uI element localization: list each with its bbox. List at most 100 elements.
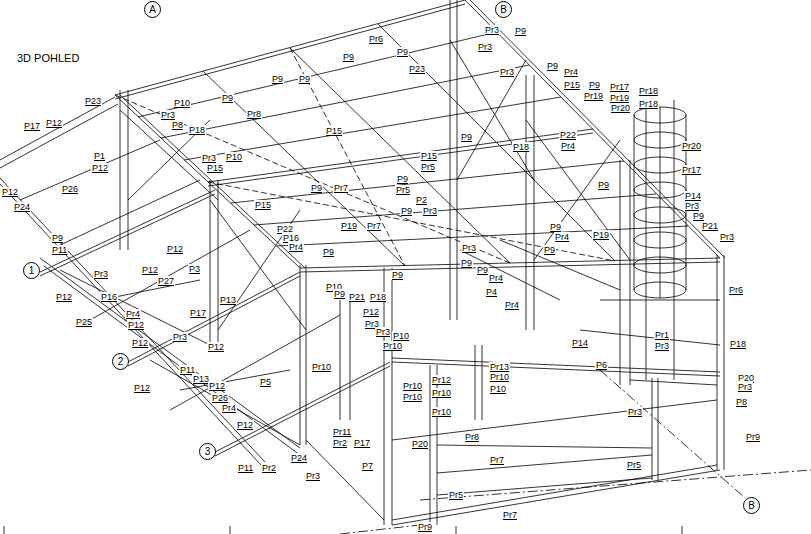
part-label: P10 [225, 152, 243, 162]
part-label: P26 [61, 184, 79, 194]
part-label: Pr3 [93, 269, 109, 279]
part-label: Pr18 [638, 86, 659, 96]
part-label: P9 [514, 26, 527, 36]
part-label: P20 [411, 439, 429, 449]
part-label: P15 [420, 151, 438, 161]
part-label: Pr8 [464, 432, 480, 442]
part-label: P9 [460, 132, 473, 142]
part-label: P26 [211, 393, 229, 403]
part-label: Pr3 [422, 206, 438, 216]
part-label: P4 [485, 287, 498, 297]
part-label: P18 [512, 142, 530, 152]
part-label: P13 [219, 295, 237, 305]
part-label: P9 [322, 247, 335, 257]
part-label: P15 [563, 80, 581, 90]
part-label: P14 [684, 191, 702, 201]
part-label: Pr10 [382, 341, 403, 351]
part-label: P15 [325, 126, 343, 136]
part-label: Pr3 [719, 232, 735, 242]
part-label: Pr5 [420, 162, 436, 172]
part-label: Pr3 [160, 110, 176, 120]
part-label: Pr3 [499, 67, 515, 77]
part-label: P9 [546, 61, 559, 71]
part-label: P10 [392, 331, 410, 341]
part-label: Pr4 [560, 141, 576, 151]
part-label: Pr4 [504, 300, 520, 310]
part-label: Pr7 [366, 221, 382, 231]
part-label: Pr3 [627, 407, 643, 417]
part-label: P12 [133, 383, 151, 393]
part-label: P7 [361, 461, 374, 471]
part-label: P9 [342, 52, 355, 62]
part-label: P12 [362, 307, 380, 317]
part-label: P12 [236, 420, 254, 430]
part-label: P22 [559, 130, 577, 140]
part-label: P9 [396, 174, 409, 184]
part-label: Pr5 [395, 185, 411, 195]
part-label: P19 [340, 221, 358, 231]
roof-rafters [115, 0, 725, 268]
part-label: Pr9 [745, 432, 761, 442]
part-label: P9 [549, 222, 562, 232]
part-label: Pr4 [221, 403, 237, 413]
canopy [0, 97, 390, 466]
part-label: Pr18 [638, 99, 659, 109]
grid-marker: 3 [199, 443, 216, 460]
part-label: P9 [51, 233, 64, 243]
part-label: P19 [592, 230, 610, 240]
part-label: Pr3 [477, 42, 493, 52]
grid-marker: A [144, 1, 161, 18]
part-label: P12 [1, 187, 19, 197]
part-label: Pr3 [305, 471, 321, 481]
part-label: P9 [588, 80, 601, 90]
part-label: P9 [597, 180, 610, 190]
part-label: Pr3 [654, 341, 670, 351]
part-label: Pr17 [609, 82, 630, 92]
part-label: Pr2 [261, 463, 277, 473]
part-label: P10 [489, 384, 507, 394]
part-label: P23 [84, 96, 102, 106]
part-label: Pr3 [201, 153, 217, 163]
part-label: Pr6 [368, 34, 384, 44]
grid-marker-text: 1 [29, 265, 35, 276]
part-label: P24 [290, 453, 308, 463]
grid-marker-text: B [500, 4, 507, 15]
part-label: Pr4 [488, 273, 504, 283]
part-label: P25 [75, 317, 93, 327]
part-label: Pr20 [610, 103, 631, 113]
part-label: P18 [369, 292, 387, 302]
part-label: P10 [173, 98, 191, 108]
part-label: P9 [396, 47, 409, 57]
part-label: P1 [93, 151, 106, 161]
part-label: Pr4 [125, 309, 141, 319]
part-label: P27 [157, 276, 175, 286]
part-label: Pr3 [737, 382, 753, 392]
part-label: Pr4 [563, 67, 579, 77]
part-label: P17 [189, 308, 207, 318]
part-label: P21 [348, 292, 366, 302]
part-label: P9 [460, 258, 473, 268]
part-label: P12 [45, 118, 63, 128]
part-label: Pr3 [684, 201, 700, 211]
part-label: P17 [353, 438, 371, 448]
bracing [120, 40, 630, 330]
grid-marker: B [495, 1, 512, 18]
part-label: P12 [207, 342, 225, 352]
part-label: Pr1 [654, 330, 670, 340]
part-label: Pr12 [431, 375, 452, 385]
part-label: Pr5 [626, 460, 642, 470]
part-label: Pr6 [728, 285, 744, 295]
part-label: Pr4 [288, 242, 304, 252]
part-label: P9 [221, 93, 234, 103]
columns [120, 0, 724, 525]
part-label: P23 [408, 64, 426, 74]
part-label: Pr10 [489, 372, 510, 382]
part-label: Pr4 [554, 232, 570, 242]
part-label: Pr10 [311, 362, 332, 372]
part-label: P16 [100, 292, 118, 302]
part-label: P3 [188, 264, 201, 274]
part-label: P9 [692, 211, 705, 221]
part-label: Pr10 [402, 392, 423, 402]
